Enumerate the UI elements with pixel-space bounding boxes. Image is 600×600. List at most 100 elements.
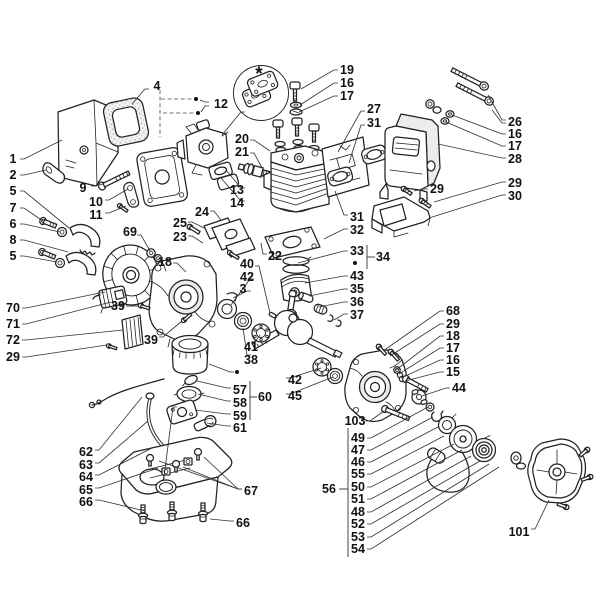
- leader-line: [389, 323, 444, 357]
- crankcase-screws-part: [105, 302, 193, 351]
- part-label-59: 59: [233, 409, 247, 423]
- part-label-17: 17: [508, 139, 522, 153]
- leader-line: [367, 443, 455, 488]
- crankcase-left-part: [148, 255, 218, 348]
- leader-line: [22, 329, 124, 341]
- leader-line: [20, 207, 44, 222]
- carb-gasket-detail-circle: [233, 65, 289, 121]
- leader-line: [20, 255, 58, 263]
- leader-line: [367, 416, 434, 451]
- part-label-43: 43: [350, 269, 364, 283]
- leader-line: [367, 455, 472, 513]
- leader-line: [367, 449, 463, 500]
- part-label-69: 69: [123, 225, 137, 239]
- leader-line: [367, 460, 481, 525]
- leader-line: [194, 409, 231, 415]
- part-label-53: 53: [351, 530, 365, 544]
- cylinder-part: [263, 145, 336, 213]
- part-label-42: 42: [288, 373, 302, 387]
- part-label-58: 58: [233, 396, 247, 410]
- part-label-49: 49: [351, 431, 365, 445]
- leader-line: [20, 139, 63, 160]
- part-label-19: 19: [340, 63, 354, 77]
- part-label-68: 68: [446, 304, 460, 318]
- leader-line: [188, 221, 205, 229]
- leader-line: [334, 190, 348, 216]
- leader-line: [395, 335, 444, 371]
- leader-line: [20, 239, 69, 253]
- part-label-27: 27: [367, 102, 381, 116]
- leader-line: [421, 387, 450, 397]
- part-label-33: 33: [350, 244, 364, 258]
- starter-cup-part: [171, 334, 209, 375]
- leader-line: [210, 210, 222, 221]
- part-label-38: 38: [244, 353, 258, 367]
- leader-line: [95, 396, 143, 451]
- part-label-39: 39: [144, 333, 158, 347]
- leader-line: [188, 235, 204, 244]
- leader-line: [382, 310, 444, 352]
- fuel-lines-part: [88, 378, 165, 447]
- part-label-31: 31: [350, 210, 364, 224]
- leader-line: [251, 334, 261, 343]
- part-label-4: 4: [154, 79, 161, 93]
- heat-shield-part: [371, 196, 431, 238]
- part-label-45: 45: [288, 389, 302, 403]
- part-label-22: 22: [268, 249, 282, 263]
- leader-line: [173, 262, 187, 273]
- part-label-101: 101: [509, 525, 530, 539]
- leader-line: [367, 426, 439, 463]
- fuel-cap-parts: [166, 374, 217, 432]
- leader-line: [199, 99, 209, 103]
- part-label-32: 32: [350, 223, 364, 237]
- leader-line: [220, 177, 245, 202]
- leader-line: [95, 467, 159, 489]
- bullet-marker: [353, 261, 357, 265]
- part-label-55: 55: [351, 467, 365, 481]
- leader-line: [398, 347, 444, 375]
- spark-plug-part: [237, 162, 274, 178]
- part-label-21: 21: [235, 145, 249, 159]
- part-label-64: 64: [79, 470, 93, 484]
- starter-pawl-part: [411, 389, 428, 405]
- part-label-44: 44: [452, 381, 466, 395]
- part-label-20: 20: [235, 132, 249, 146]
- part-label-29: 29: [430, 182, 444, 196]
- part-label-29: 29: [508, 176, 522, 190]
- part-label-41: 41: [244, 340, 258, 354]
- leader-line: [451, 114, 506, 135]
- muffler-part: [379, 113, 441, 202]
- leader-line: [255, 265, 271, 314]
- part-label-24: 24: [195, 205, 209, 219]
- part-label-12: 12: [214, 97, 228, 111]
- leader-line: [22, 344, 108, 358]
- leader-line: [221, 111, 245, 136]
- leader-line: [437, 143, 506, 159]
- leader-line: [400, 359, 444, 379]
- part-label-29: 29: [446, 317, 460, 331]
- part-label-23: 23: [173, 230, 187, 244]
- leader-line: [242, 327, 251, 356]
- leader-line: [20, 190, 70, 229]
- part-label-17: 17: [340, 89, 354, 103]
- part-label-66: 66: [79, 495, 93, 509]
- muffler-screws-part: [400, 185, 432, 209]
- part-label-11: 11: [89, 208, 102, 222]
- leader-line: [20, 223, 61, 233]
- bullet-marker: [194, 97, 198, 101]
- leader-line: [286, 376, 334, 395]
- part-label-1: 1: [10, 152, 17, 166]
- part-label-6: 6: [10, 217, 17, 231]
- part-label-46: 46: [351, 455, 365, 469]
- muffler-bolts-part: [425, 67, 495, 125]
- leader-line: [137, 234, 151, 252]
- leader-line: [445, 121, 506, 147]
- part-label-47: 47: [351, 443, 365, 457]
- engine-parts-artwork: [38, 65, 594, 525]
- air-filter-foam-part: [102, 97, 150, 147]
- leader-line: [163, 406, 177, 478]
- leader-line: [260, 242, 267, 255]
- leader-line: [304, 275, 348, 284]
- leader-line: [22, 301, 112, 325]
